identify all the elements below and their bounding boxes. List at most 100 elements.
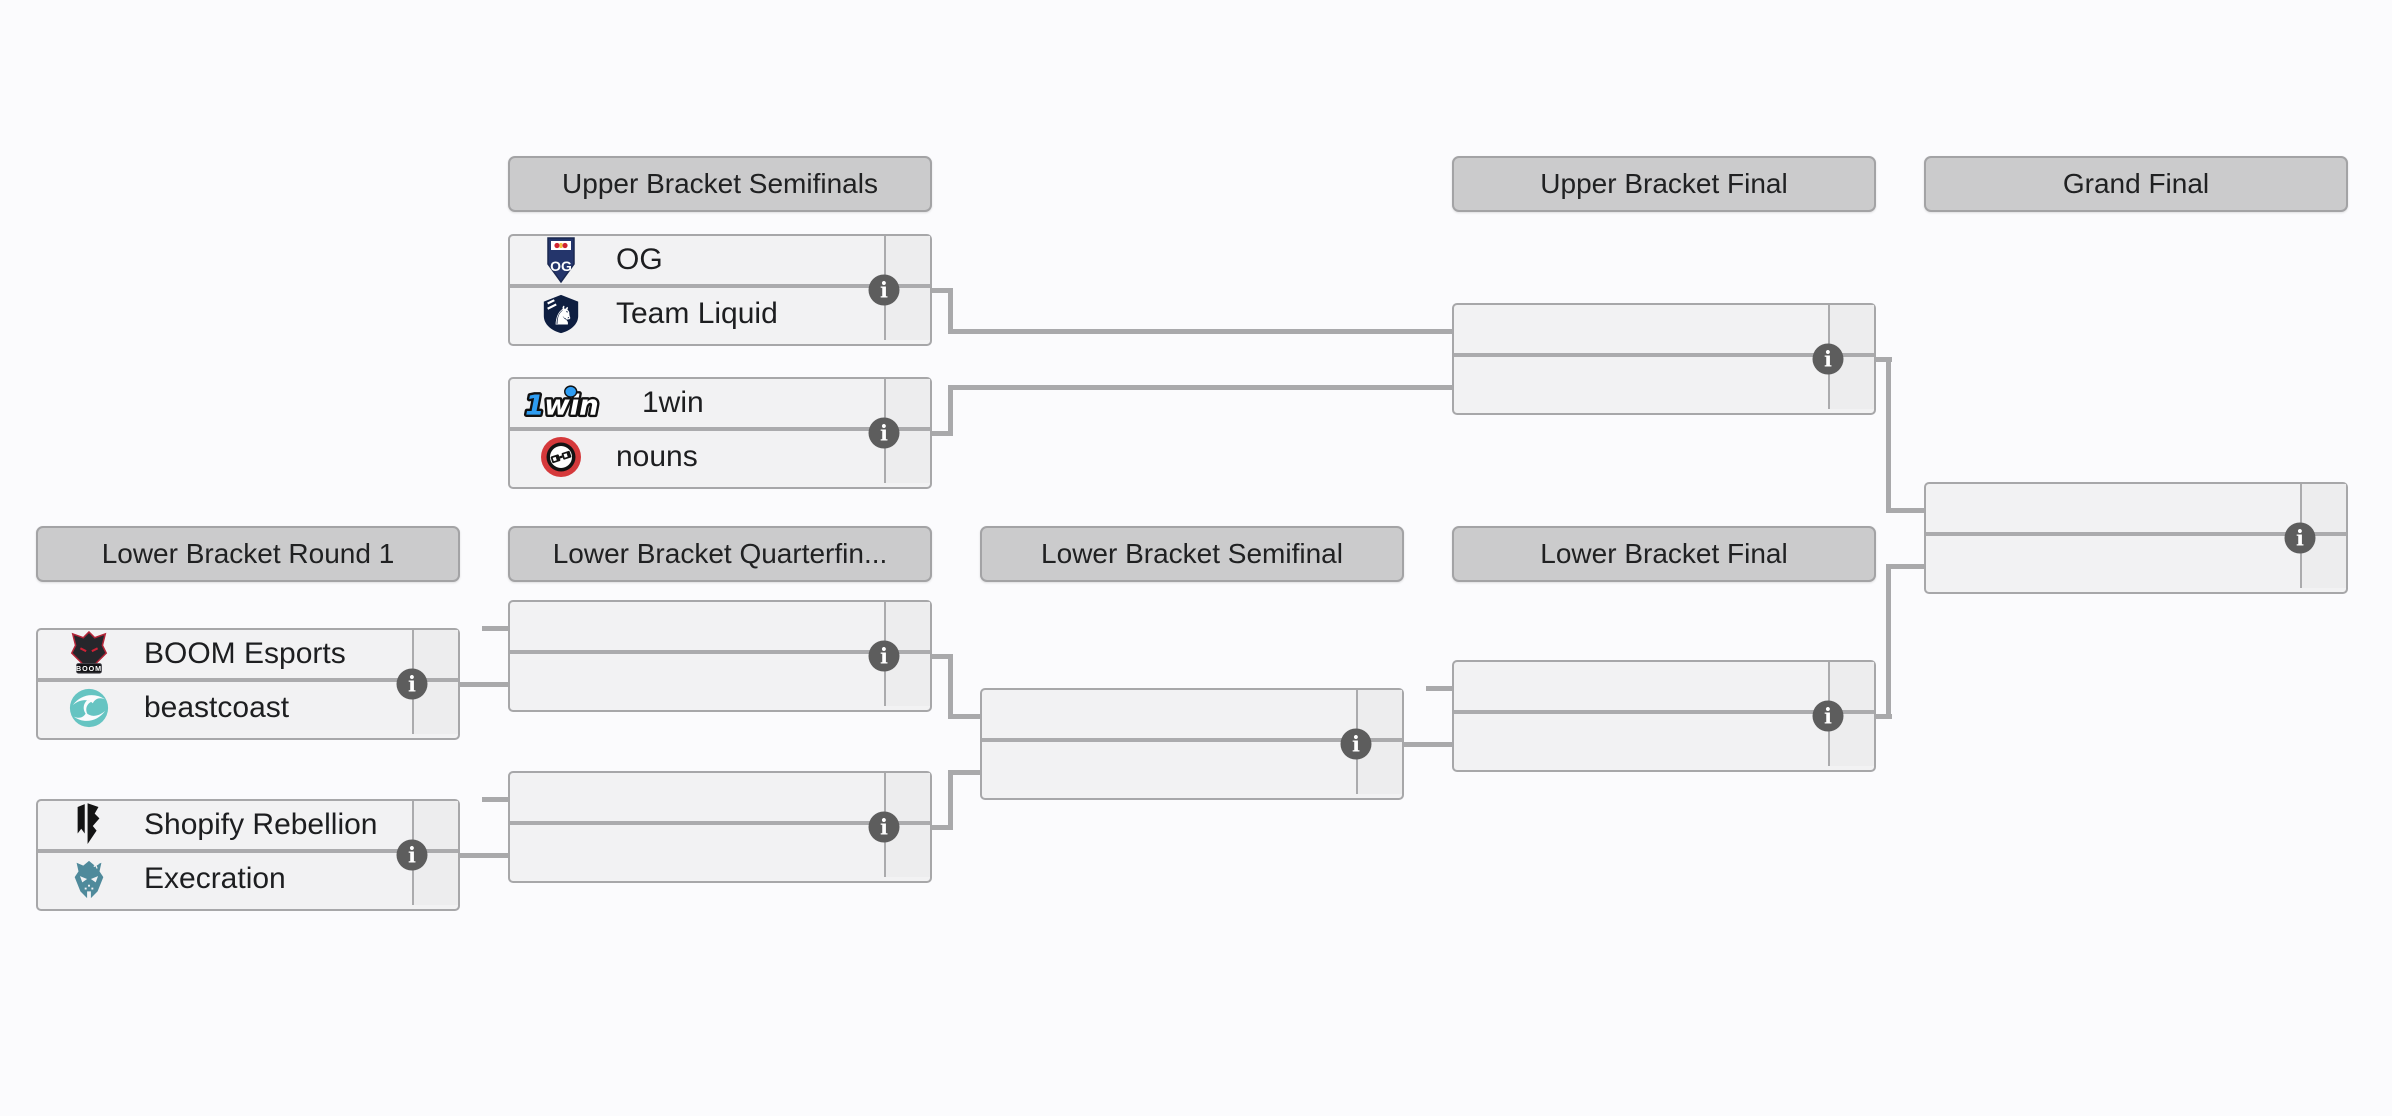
team-name[interactable]: beastcoast	[144, 691, 290, 724]
team-slot: beastcoast	[38, 682, 458, 734]
info-glyph: i	[880, 814, 888, 840]
connector-line	[1886, 508, 1924, 513]
team-slot: 1win 1win	[510, 379, 930, 431]
match-info-icon[interactable]: i	[868, 640, 900, 672]
team-slot	[1454, 662, 1874, 714]
header-upper-bracket-semifinals: Upper Bracket Semifinals	[508, 156, 932, 212]
execration-logo-icon[interactable]	[64, 857, 114, 901]
team-slot	[1926, 484, 2346, 536]
info-glyph: i	[2296, 525, 2304, 551]
info-glyph: i	[1824, 346, 1832, 372]
connector-line	[932, 654, 952, 659]
nouns-logo-icon[interactable]	[536, 435, 586, 479]
team-slot	[1454, 714, 1874, 766]
loser-drop-stub	[482, 626, 508, 631]
1win-logo-icon[interactable]: 1win	[518, 384, 612, 422]
team-slot	[1454, 305, 1874, 357]
connector-line	[948, 329, 1452, 334]
connector-line	[948, 770, 980, 775]
team-slot: OG OG	[510, 236, 930, 288]
team-name[interactable]: nouns	[616, 440, 698, 473]
match-info-icon[interactable]: i	[2284, 522, 2316, 554]
team-name[interactable]: Team Liquid	[616, 297, 778, 330]
info-glyph: i	[880, 420, 888, 446]
team-slot: nouns	[510, 431, 930, 483]
score-cell	[412, 682, 458, 734]
team-liquid-logo-icon[interactable]: ♞	[536, 293, 586, 335]
shopify-rebellion-logo-icon[interactable]	[64, 803, 114, 847]
team-slot	[982, 690, 1402, 742]
match-info-icon[interactable]: i	[868, 274, 900, 306]
connector-line	[1876, 357, 1892, 362]
header-lower-bracket-semifinal: Lower Bracket Semifinal	[980, 526, 1404, 582]
team-slot: Execration	[38, 853, 458, 905]
match-info-icon[interactable]: i	[396, 668, 428, 700]
team-name[interactable]: Shopify Rebellion	[144, 808, 378, 841]
match-lower-bracket-final: i	[1452, 660, 1876, 772]
svg-text:BOOM: BOOM	[76, 665, 102, 673]
match-upper-bracket-semifinal-1: OG OG ♞ Team Liquid i	[508, 234, 932, 346]
match-lower-bracket-semifinal: i	[980, 688, 1404, 800]
connector-line	[1876, 714, 1892, 719]
connector-line	[948, 288, 953, 334]
team-name[interactable]: BOOM Esports	[144, 637, 346, 670]
connector-line	[1404, 742, 1452, 747]
svg-text:OG: OG	[550, 258, 572, 274]
match-upper-bracket-final: i	[1452, 303, 1876, 415]
connector-line	[1886, 357, 1891, 513]
connector-line	[948, 385, 1452, 390]
connector-line	[948, 770, 953, 830]
header-lower-bracket-quarterfinals: Lower Bracket Quarterfin...	[508, 526, 932, 582]
beastcoast-logo-icon[interactable]	[64, 687, 114, 729]
info-glyph: i	[408, 842, 416, 868]
connector-line	[932, 431, 952, 436]
connector-line	[1886, 564, 1924, 569]
team-slot	[1926, 536, 2346, 588]
header-lower-bracket-final: Lower Bracket Final	[1452, 526, 1876, 582]
connector-line	[460, 853, 508, 858]
match-lower-bracket-quarterfinal-2: i	[508, 771, 932, 883]
connector-line	[932, 288, 952, 293]
info-glyph: i	[1352, 731, 1360, 757]
connector-line	[948, 385, 953, 436]
match-lower-bracket-quarterfinal-1: i	[508, 600, 932, 712]
match-grand-final: i	[1924, 482, 2348, 594]
team-name[interactable]: OG	[616, 243, 663, 276]
header-lower-bracket-round-1: Lower Bracket Round 1	[36, 526, 460, 582]
og-logo-icon[interactable]: OG	[536, 236, 586, 284]
info-glyph: i	[408, 671, 416, 697]
connector-line	[948, 714, 980, 719]
svg-text:1win: 1win	[525, 389, 599, 421]
team-name[interactable]: Execration	[144, 862, 286, 895]
svg-text:♞: ♞	[551, 302, 574, 332]
match-info-icon[interactable]: i	[868, 811, 900, 843]
connector-line	[460, 682, 508, 687]
match-info-icon[interactable]: i	[1812, 700, 1844, 732]
match-info-icon[interactable]: i	[1340, 728, 1372, 760]
score-cell	[884, 654, 930, 706]
loser-drop-stub	[482, 797, 508, 802]
info-glyph: i	[1824, 703, 1832, 729]
match-lower-bracket-round1-2: Shopify Rebellion Execration i	[36, 799, 460, 911]
team-slot	[510, 654, 930, 706]
match-lower-bracket-round1-1: BOOM BOOM Esports beastcoast i	[36, 628, 460, 740]
connector-line	[1886, 564, 1891, 719]
team-slot: Shopify Rebellion	[38, 801, 458, 853]
team-slot: ♞ Team Liquid	[510, 288, 930, 340]
team-slot	[510, 773, 930, 825]
connector-line	[948, 654, 953, 719]
team-slot: BOOM BOOM Esports	[38, 630, 458, 682]
team-name[interactable]: 1win	[642, 386, 704, 419]
info-glyph: i	[880, 277, 888, 303]
team-slot	[510, 602, 930, 654]
match-info-icon[interactable]: i	[1812, 343, 1844, 375]
team-slot	[982, 742, 1402, 794]
header-upper-bracket-final: Upper Bracket Final	[1452, 156, 1876, 212]
loser-drop-stub	[1426, 686, 1452, 691]
boom-esports-logo-icon[interactable]: BOOM	[64, 630, 114, 678]
connector-line	[932, 825, 952, 830]
team-slot	[510, 825, 930, 877]
match-info-icon[interactable]: i	[396, 839, 428, 871]
match-info-icon[interactable]: i	[868, 417, 900, 449]
